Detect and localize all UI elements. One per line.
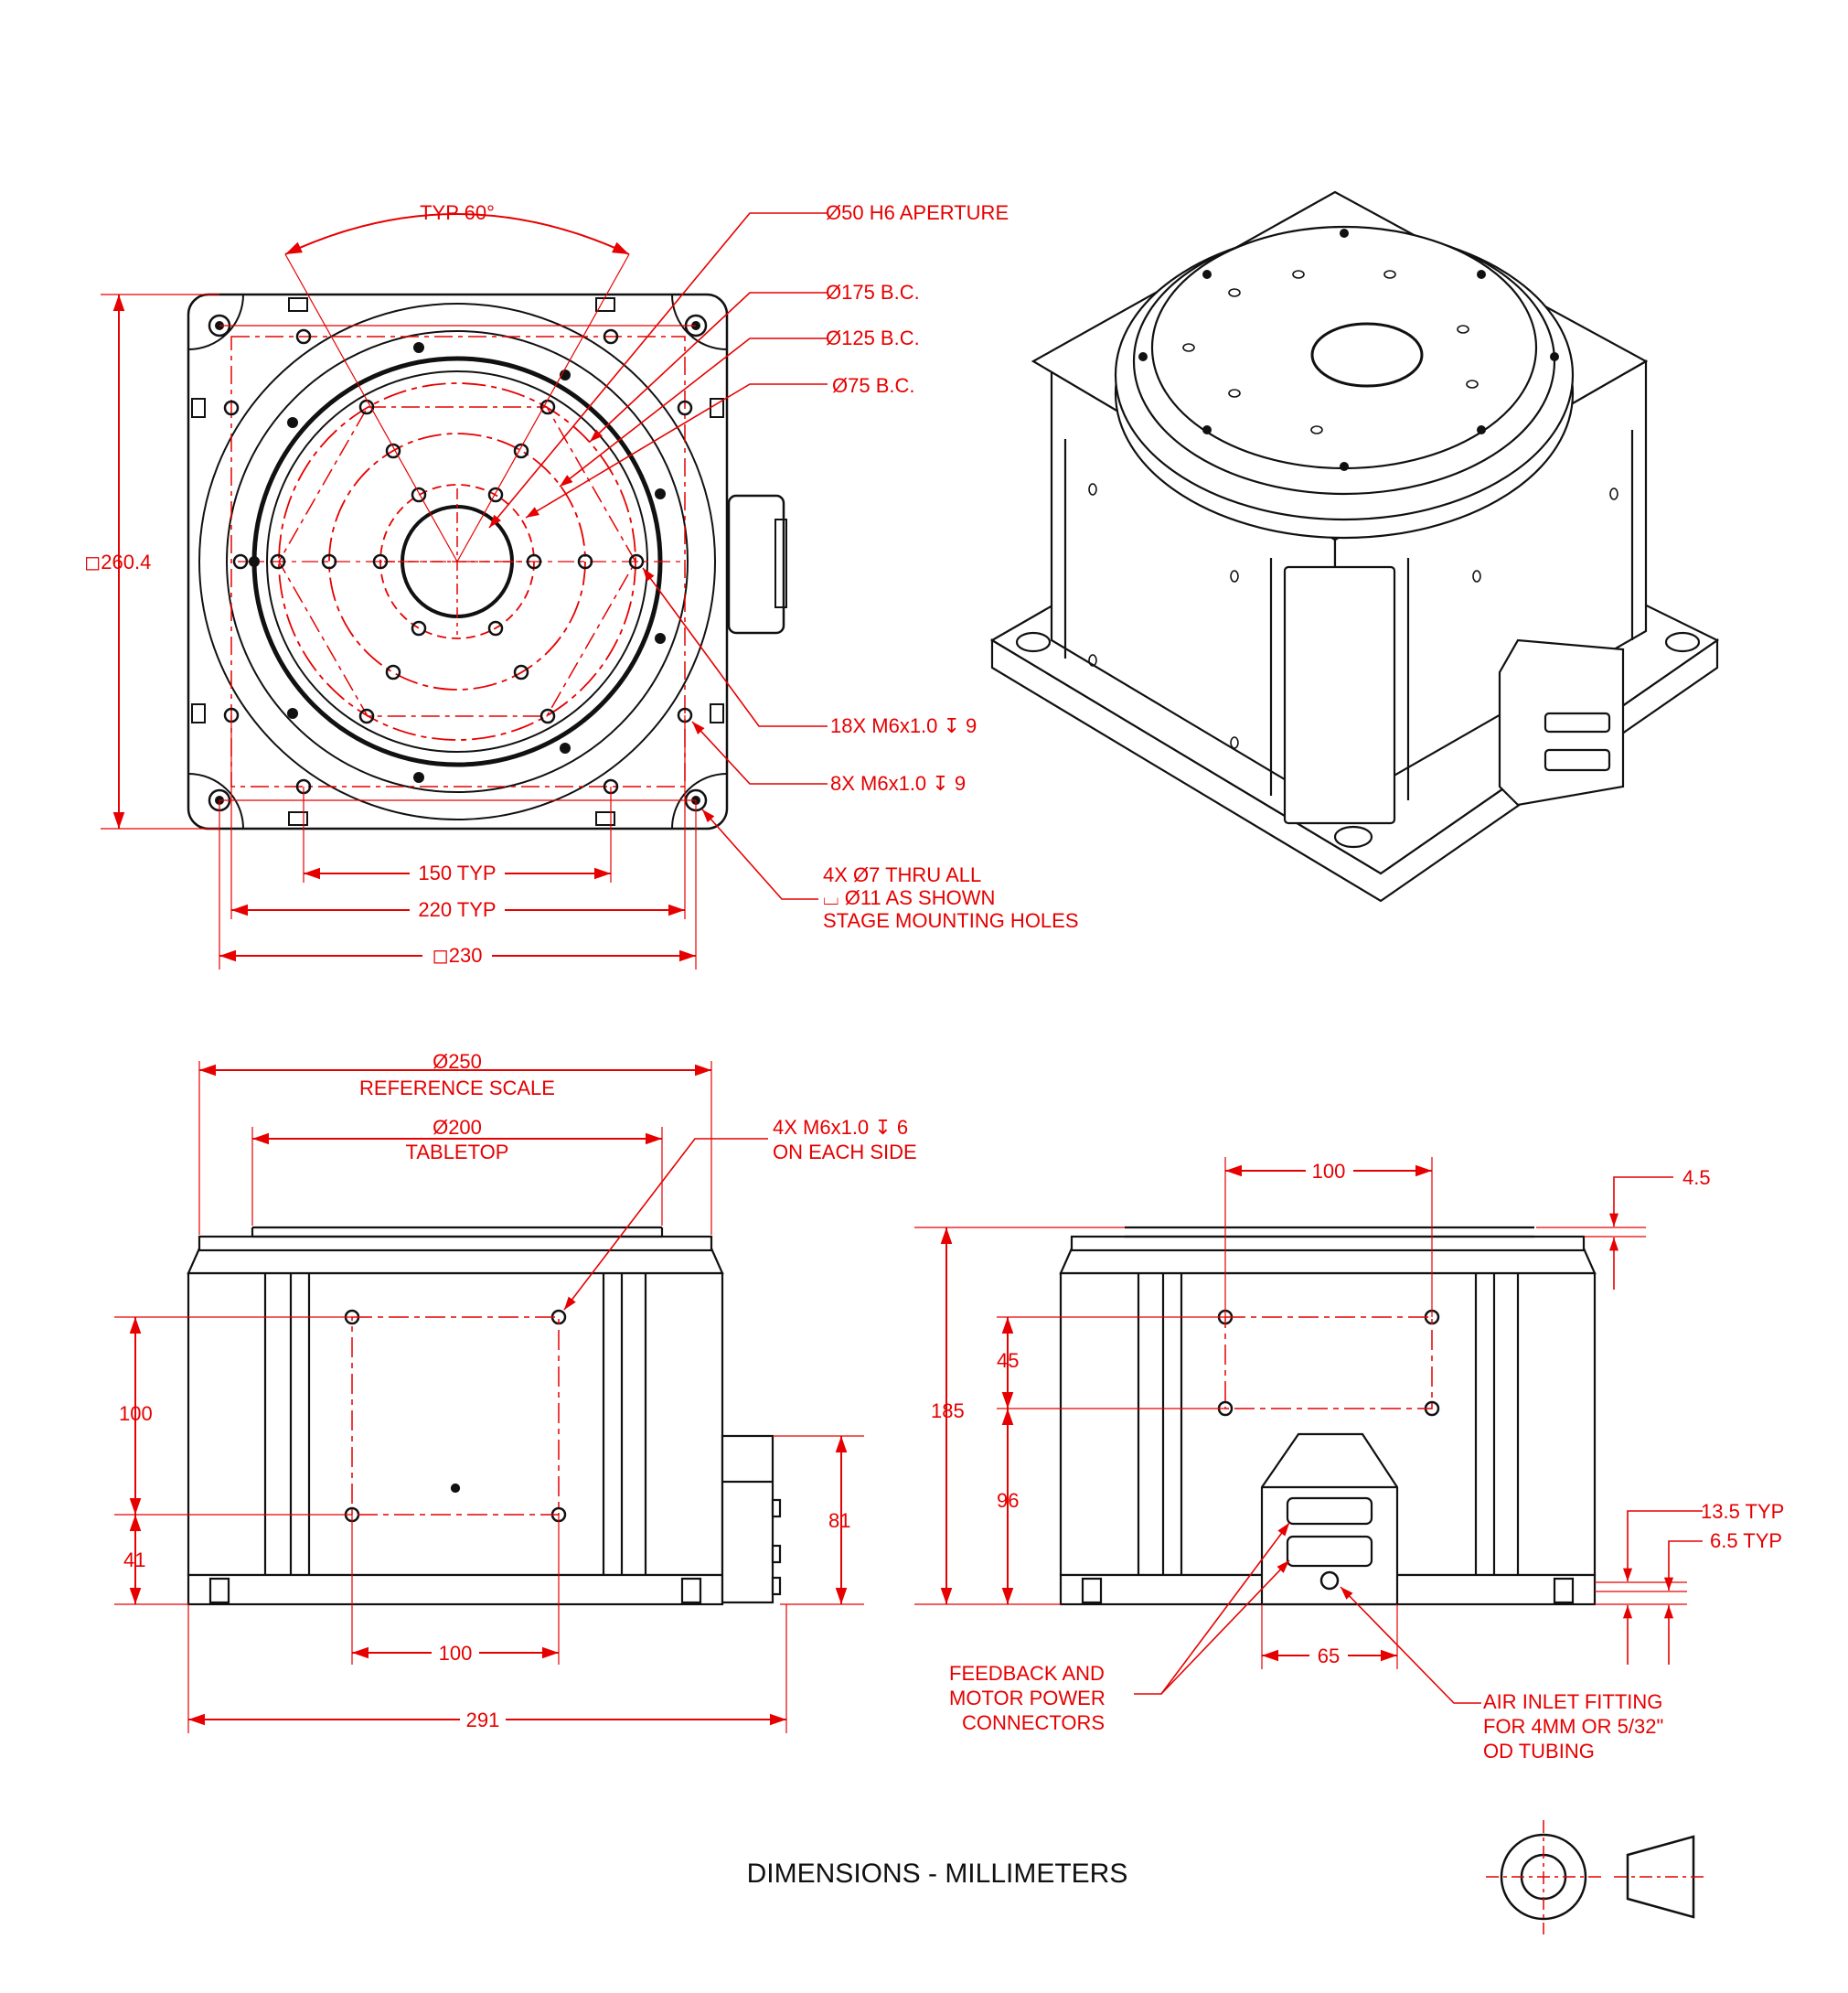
label-air2: FOR 4MM OR 5/32": [1483, 1715, 1663, 1738]
label-r96: 96: [997, 1489, 1019, 1512]
label-r65: 6.5 TYP: [1710, 1529, 1782, 1552]
label-v100: 100: [119, 1402, 153, 1425]
label-mount1: 4X Ø7 THRU ALL: [823, 863, 981, 886]
label-v81: 81: [828, 1509, 850, 1532]
label-r45: 4.5: [1682, 1166, 1711, 1189]
label-w291: 291: [466, 1709, 500, 1731]
projection-symbol: [1486, 1820, 1705, 1934]
label-typ60: TYP 60°: [420, 201, 495, 224]
label-air3: OD TUBING: [1483, 1740, 1595, 1763]
label-bc75: Ø75 B.C.: [832, 374, 914, 397]
label-fb1: FEEDBACK AND: [949, 1662, 1105, 1685]
units-note: DIMENSIONS - MILLIMETERS: [747, 1859, 1128, 1889]
front-view: [187, 1226, 782, 1606]
label-typ220: 220 TYP: [418, 898, 496, 921]
label-d200: Ø200: [433, 1116, 482, 1139]
label-v41: 41: [123, 1548, 145, 1571]
isometric-view: [989, 190, 1720, 903]
label-d250: Ø250: [433, 1050, 482, 1073]
label-mount2: ⌴ Ø11 AS SHOWN: [823, 886, 995, 909]
label-side1: 4X M6x1.0 ↧ 6: [773, 1116, 908, 1139]
label-tabletop: TABLETOP: [406, 1141, 509, 1163]
label-fb3: CONNECTORS: [962, 1711, 1105, 1734]
label-air1: AIR INLET FITTING: [1483, 1690, 1662, 1713]
side-view-dimensions: 100 4.5 185 45 96 13.5 TYP 6.5 TYP 65 FE…: [914, 1157, 1784, 1763]
label-aperture: Ø50 H6 APERTURE: [826, 201, 1009, 224]
label-refscale: REFERENCE SCALE: [359, 1077, 555, 1099]
label-side2: ON EACH SIDE: [773, 1141, 917, 1163]
label-r45b: 45: [997, 1349, 1019, 1372]
label-h100: 100: [439, 1642, 473, 1665]
label-holes8: 8X M6x1.0 ↧ 9: [830, 772, 966, 795]
label-sq260: ◻260.4: [84, 551, 151, 573]
label-fb2: MOTOR POWER: [949, 1687, 1106, 1709]
label-mount3: STAGE MOUNTING HOLES: [823, 909, 1079, 932]
side-view: [1059, 1226, 1597, 1606]
label-holes18: 18X M6x1.0 ↧ 9: [830, 714, 977, 737]
top-view: [187, 293, 787, 830]
label-sq230: ◻230: [433, 944, 483, 967]
label-r135: 13.5 TYP: [1701, 1500, 1784, 1523]
label-bc175: Ø175 B.C.: [826, 281, 920, 304]
label-r100: 100: [1312, 1160, 1346, 1183]
top-view-dimensions: TYP 60° Ø50 H6 APERTURE Ø175 B.C. Ø125 B…: [84, 201, 1079, 970]
label-r185: 185: [931, 1399, 965, 1422]
label-typ150: 150 TYP: [418, 862, 496, 884]
front-view-dimensions: Ø250 REFERENCE SCALE Ø200 TABLETOP 4X M6…: [114, 1050, 917, 1733]
label-w65: 65: [1318, 1645, 1340, 1667]
label-bc125: Ø125 B.C.: [826, 327, 920, 349]
